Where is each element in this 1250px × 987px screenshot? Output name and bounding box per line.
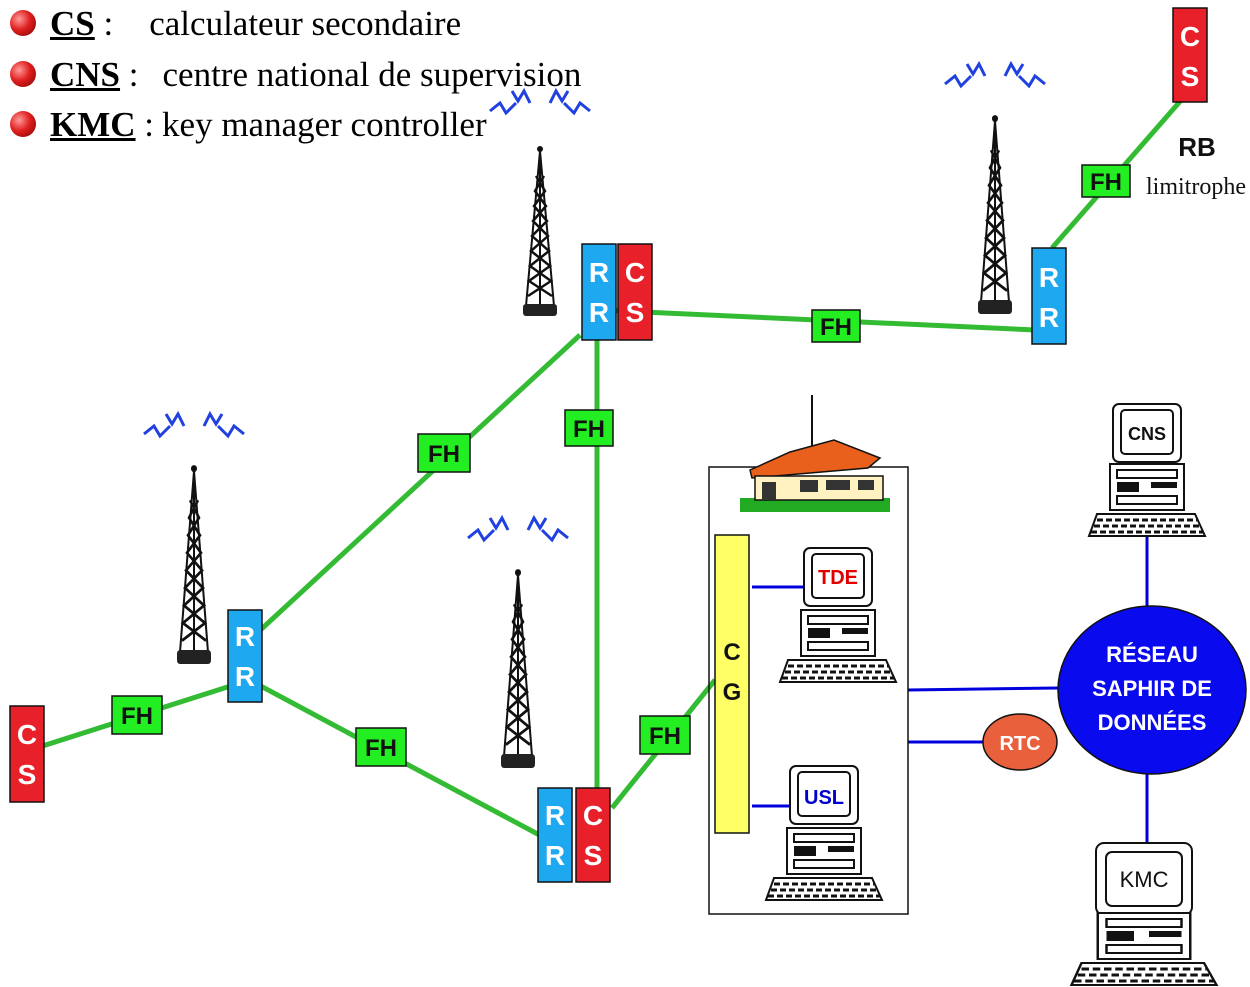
svg-text:CNS: CNS [1128,424,1166,444]
svg-text:TDE: TDE [818,567,858,589]
computer-tde: TDE [778,547,898,684]
legend-desc: calculateur secondaire [149,4,462,43]
cs-label: S [584,840,603,871]
cs-top-right: C S [1172,7,1208,103]
legend-abbr: CNS [50,55,121,94]
blue-links [752,528,1149,843]
computer-kmc: KMC [1069,842,1219,987]
fh-box: FH [564,409,614,447]
cs-label: C [583,800,603,831]
legend-abbr: KMC [50,105,136,144]
tower-top-center [488,89,592,318]
fh-box: FH [1081,164,1131,198]
rtc-node: RTC [982,713,1058,771]
svg-text:DONNÉES: DONNÉES [1098,710,1207,735]
svg-text:KMC: KMC [1120,867,1169,892]
bullet-icon [10,9,36,36]
svg-text:SAPHIR DE: SAPHIR DE [1092,676,1212,701]
rr-label: R [1039,302,1059,333]
rr-label: R [545,840,565,871]
svg-text:FH: FH [573,416,605,443]
legend-sep: : [135,105,155,144]
rr-label: R [589,297,609,328]
cs-label: C [1180,21,1200,52]
cs-label: S [1181,61,1200,92]
svg-text:FH: FH [649,723,681,750]
svg-text:USL: USL [804,787,844,809]
legend-item-kmc: KMC :key manager controller [10,105,487,145]
fh-box: FH [111,695,163,735]
rr-label: R [589,257,609,288]
svg-text:FH: FH [820,314,852,341]
tower-top-right [943,62,1047,316]
cg-label-top: C [723,639,740,666]
rb-label: RB [1178,132,1216,162]
computer-usl: USL [764,765,884,902]
bullet-icon [10,60,36,87]
legend-desc: key manager controller [162,105,487,144]
legend-sep: : [120,55,139,94]
rr-cs-bottom: R R C S [537,787,611,883]
cs-label: C [17,719,37,750]
house-icon [740,395,890,512]
rr-top-right: R R [1031,247,1067,345]
rr-label: R [235,661,255,692]
legend-abbr: CS [50,4,95,43]
reseau-saphir-node: RÉSEAU SAPHIR DE DONNÉES [1057,605,1247,775]
legend-item-cs: CS : calculateur secondaire [10,4,461,44]
fh-box: FH [355,727,407,767]
limitrophe-label: limitrophe [1146,174,1246,200]
cg-bar: C G [714,534,750,834]
rr-left: R R [227,609,263,703]
cs-label: S [18,759,37,790]
legend-sep: : [94,4,114,43]
legend-item-cns: CNS : centre national de supervision [10,55,581,95]
rr-label: R [545,800,565,831]
cs-label: C [625,257,645,288]
fh-box: FH [639,715,691,755]
svg-text:RÉSEAU: RÉSEAU [1106,642,1198,667]
rr-cs-top: R R C S [581,243,653,341]
svg-text:RTC: RTC [999,733,1040,755]
svg-text:FH: FH [428,441,460,468]
fh-box: FH [811,309,861,343]
cs-label: S [626,297,645,328]
cs-left: C S [9,705,45,803]
svg-text:FH: FH [365,735,397,762]
svg-text:FH: FH [1090,169,1122,196]
rr-label: R [1039,262,1059,293]
fh-box: FH [417,433,471,473]
bullet-icon [10,110,36,137]
legend-desc: centre national de supervision [162,55,582,94]
computer-cns: CNS [1087,403,1207,538]
rr-label: R [235,621,255,652]
cg-label-bottom: G [723,679,742,706]
tower-bottom-center [466,516,570,770]
svg-text:FH: FH [121,703,153,730]
